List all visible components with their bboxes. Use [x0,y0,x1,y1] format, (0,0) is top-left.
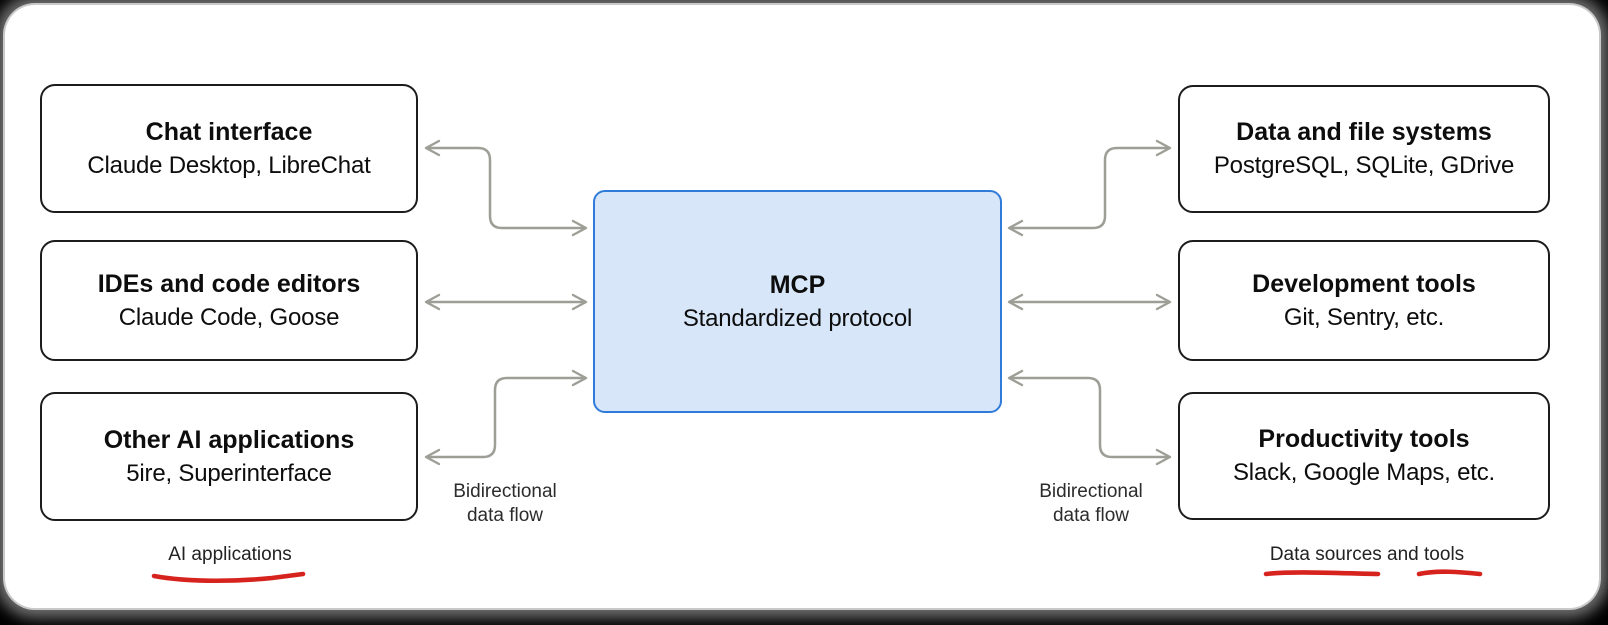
node-subtitle: PostgreSQL, SQLite, GDrive [1213,152,1515,180]
flow-label-line1: Bidirectional [1039,481,1143,502]
node-title: Productivity tools [1258,425,1470,454]
flow-label-line2: data flow [1052,505,1130,527]
node-subtitle: Claude Code, Goose [118,303,340,331]
label-data-sources-and-tools: Data sources and tools [1269,544,1465,565]
node-other-ai-applications: Other AI applications 5ire, Superinterfa… [40,392,418,521]
node-title: IDEs and code editors [97,269,361,298]
node-title: Other AI applications [103,425,355,454]
node-ides-code-editors: IDEs and code editors Claude Code, Goose [40,240,418,361]
node-chat-interface: Chat interface Claude Desktop, LibreChat [40,84,418,213]
flow-label-line1: Bidirectional [453,481,557,502]
node-productivity-tools: Productivity tools Slack, Google Maps, e… [1178,392,1550,520]
mcp-title: MCP [769,270,826,299]
label-bidirectional-data-flow-right: Bidirectional data flow [981,480,1201,529]
node-title: Development tools [1252,269,1476,298]
label-bidirectional-data-flow-left: Bidirectional data flow [395,480,615,529]
mcp-subtitle: Standardized protocol [682,304,913,332]
node-subtitle: Git, Sentry, etc. [1283,303,1445,331]
node-subtitle: 5ire, Superinterface [126,459,332,487]
node-title: Chat interface [145,117,313,146]
node-mcp: MCP Standardized protocol [593,190,1002,413]
node-data-file-systems: Data and file systems PostgreSQL, SQLite… [1178,85,1550,213]
node-subtitle: Claude Desktop, LibreChat [87,151,371,179]
node-development-tools: Development tools Git, Sentry, etc. [1178,240,1550,361]
label-ai-applications: AI applications [168,544,292,565]
node-subtitle: Slack, Google Maps, etc. [1233,459,1495,487]
node-title: Data and file systems [1236,118,1492,147]
flow-label-line2: data flow [466,505,544,527]
